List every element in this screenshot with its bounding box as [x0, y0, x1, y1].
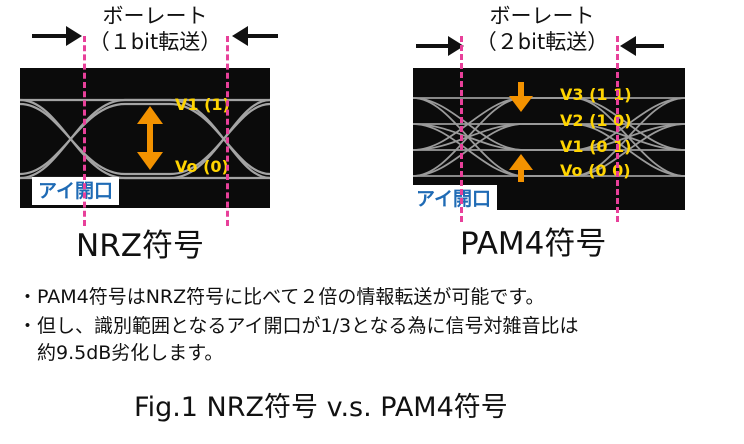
pam4-level-v2: V2 (1 0): [560, 111, 632, 130]
pam4-baud-line1: ボーレート: [489, 4, 595, 28]
nrz-right-arrow-icon: [66, 26, 82, 46]
pam4-title: PAM4符号: [460, 226, 607, 262]
nrz-eye-open-arrow-icon: [137, 106, 163, 170]
pam4-arrows: [416, 36, 664, 56]
nrz-level-v1: V1 (1): [175, 95, 230, 114]
pam4-eye-scope: [412, 68, 686, 210]
figure-caption: Fig.1 NRZ符号 v.s. PAM4符号: [134, 392, 508, 423]
nrz-eye-open-label: アイ開口: [32, 177, 120, 205]
pam4-level-v3: V3 (1 1): [560, 85, 632, 104]
nrz-eye-diagram: [19, 98, 271, 180]
pam4-marker-right: [616, 36, 619, 222]
nrz-level-v0: Vo (0): [175, 157, 229, 176]
pam4-left-arrow-icon: [620, 36, 636, 56]
pam4-level-v1: V1 (0 1): [560, 137, 632, 156]
nrz-title: NRZ符号: [76, 228, 204, 264]
nrz-marker-right: [226, 36, 229, 226]
bullet-2: ・但し、識別範囲となるアイ開口が1/3となる為に信号対雑音比は: [18, 315, 579, 337]
pam4-eye-open-arrow-icon: [509, 82, 533, 182]
pam4-baud-label: ボーレート （２bit転送）: [462, 3, 622, 55]
pam4-marker-left: [460, 36, 463, 222]
nrz-baud-line2: （１bit転送）: [88, 30, 222, 54]
pam4-baud-line2: （２bit転送）: [475, 30, 609, 54]
bullet-3: 約9.5dB劣化します。: [18, 342, 224, 364]
pam4-eye-diagram: [412, 82, 686, 182]
bullet-1: ・PAM4符号はNRZ符号に比べて２倍の情報転送が可能です。: [18, 286, 545, 308]
pam4-level-v0: Vo (0 0): [560, 161, 631, 180]
nrz-arrows: [32, 26, 278, 46]
nrz-left-arrow-icon: [232, 26, 248, 46]
pam4-eye-open-label: アイ開口: [410, 185, 498, 213]
nrz-baud-label: ボーレート （１bit転送）: [75, 3, 235, 55]
pam4-right-arrow-icon: [448, 36, 464, 56]
nrz-baud-line1: ボーレート: [102, 4, 208, 28]
nrz-marker-left: [83, 36, 86, 226]
